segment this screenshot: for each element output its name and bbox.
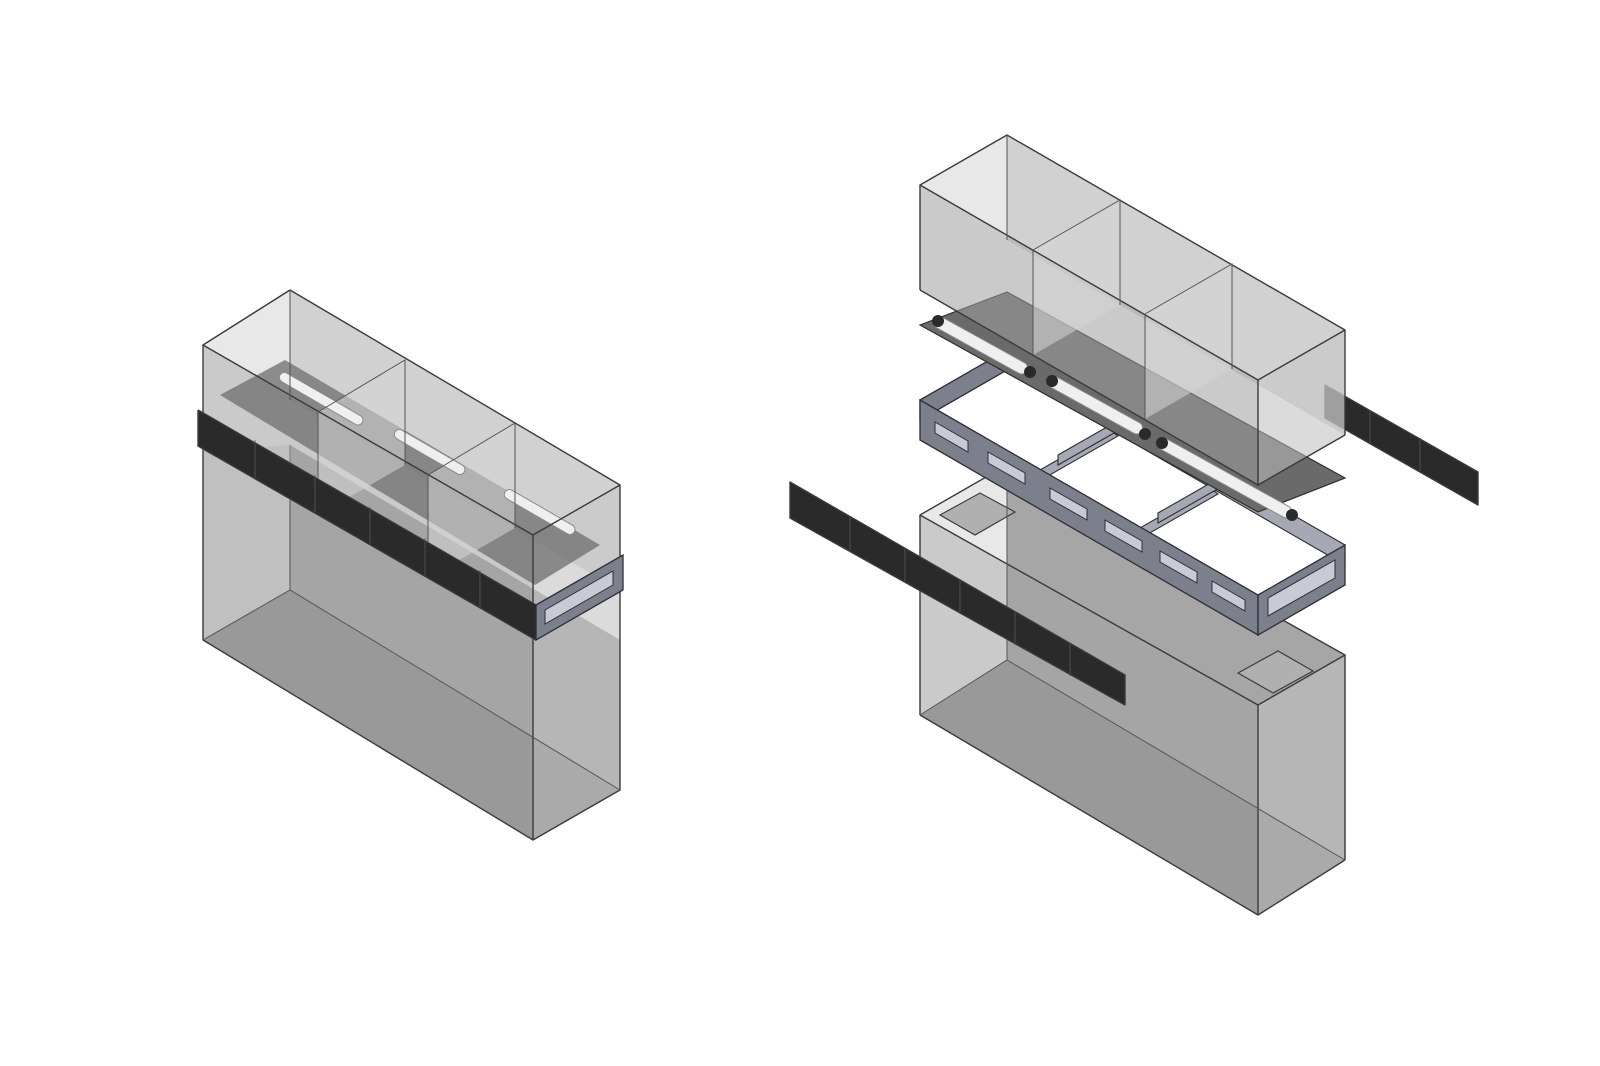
exploded-view	[789, 134, 1479, 916]
exploded-light-tube-2	[1046, 375, 1151, 440]
assembled-light-tube-1	[278, 372, 364, 426]
exploded-light-tube-3	[1156, 437, 1298, 521]
base-top-pad-rear	[1236, 650, 1315, 694]
exploded-front-vent-panel	[789, 481, 1126, 706]
assembled-frame-end-panel	[535, 553, 624, 642]
exploded-glass-case	[919, 134, 1346, 486]
exploded-rear-vent-panel	[1324, 384, 1479, 506]
exploded-light-tube-1	[932, 315, 1036, 378]
assembled-light-tube-3	[503, 489, 576, 535]
base-top-pad-front	[938, 492, 1017, 536]
assembled-view	[197, 289, 624, 841]
